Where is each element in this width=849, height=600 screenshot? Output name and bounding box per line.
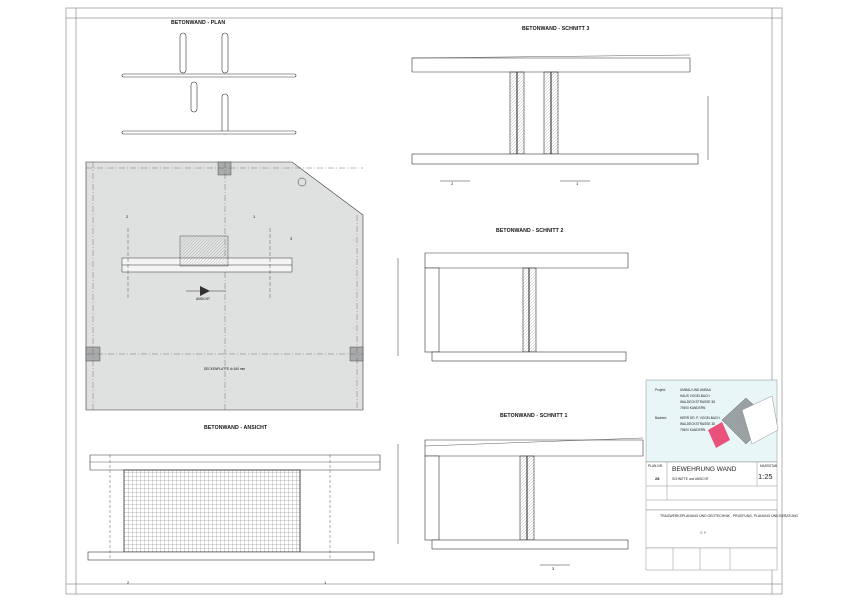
section-mark-1: 1 [253,214,256,219]
bauherr-line-2: WALDECKSTRASSE 38 [680,422,715,426]
schnitt2-section [397,252,629,362]
schnitt1-section [397,437,644,566]
slab-note: DECKENPLATTE d=160 mm [204,367,246,371]
bauherr-line-1: HERR DR. P. VOGELBACH [680,416,720,420]
projekt-line-2: HAUS VOGELBACH [680,394,710,398]
schnitt1-title: BETONWAND - SCHNITT 1 [500,413,568,419]
bauherr-line-3: 79400 KANDERN [680,428,706,432]
ansicht-title: BETONWAND - ANSICHT [204,425,268,431]
s3-mark-1: 1 [576,181,579,186]
site-plan-icon [708,395,779,448]
projekt-line-3: WALDECKSTRASSE 38 [680,400,715,404]
plan-nr-value: 28 [655,476,660,481]
plan-ansicht-label: ANSICHT [196,297,210,301]
s1-mark-3: 3 [552,566,555,571]
plan-title-text: BEWEHRUNG WAND [672,466,737,473]
ansicht-elevation [87,454,381,561]
schnitt2-title: BETONWAND - SCHNITT 2 [496,228,564,234]
projekt-label: Projekt: [655,388,666,392]
projekt-line-1: UMBAU UND ANBAU [680,388,711,392]
title-block-frame [645,379,778,571]
section-mark-3: 3 [290,236,293,241]
section-mark-2: 2 [126,214,129,219]
office-logo: S P [700,530,707,535]
s3-mark-2: 2 [451,181,454,186]
plan-subtitle-text: SCHNITTE und ANSICHT [672,477,709,481]
plan-bar-schedule [121,32,297,135]
projekt-line-4: 79400 KANDERN [680,406,706,410]
plan-slab [85,161,364,411]
office-line: TRAGWERKSPLANUNG UND GEOTECHNIK - PRUEFU… [660,514,799,518]
plan-nr-label: PLAN-NR. [648,464,663,468]
schnitt3-section [411,54,709,182]
schnitt3-title: BETONWAND - SCHNITT 3 [522,26,590,32]
bauherr-label: Bauherr: [655,416,668,420]
scale-label: MASSSTAB [760,464,778,468]
ansicht-mark-1: 1 [324,580,327,585]
ansicht-mark-2: 2 [127,580,130,585]
scale-value: 1:25 [758,472,773,481]
plan-title: BETONWAND - PLAN [171,20,226,26]
